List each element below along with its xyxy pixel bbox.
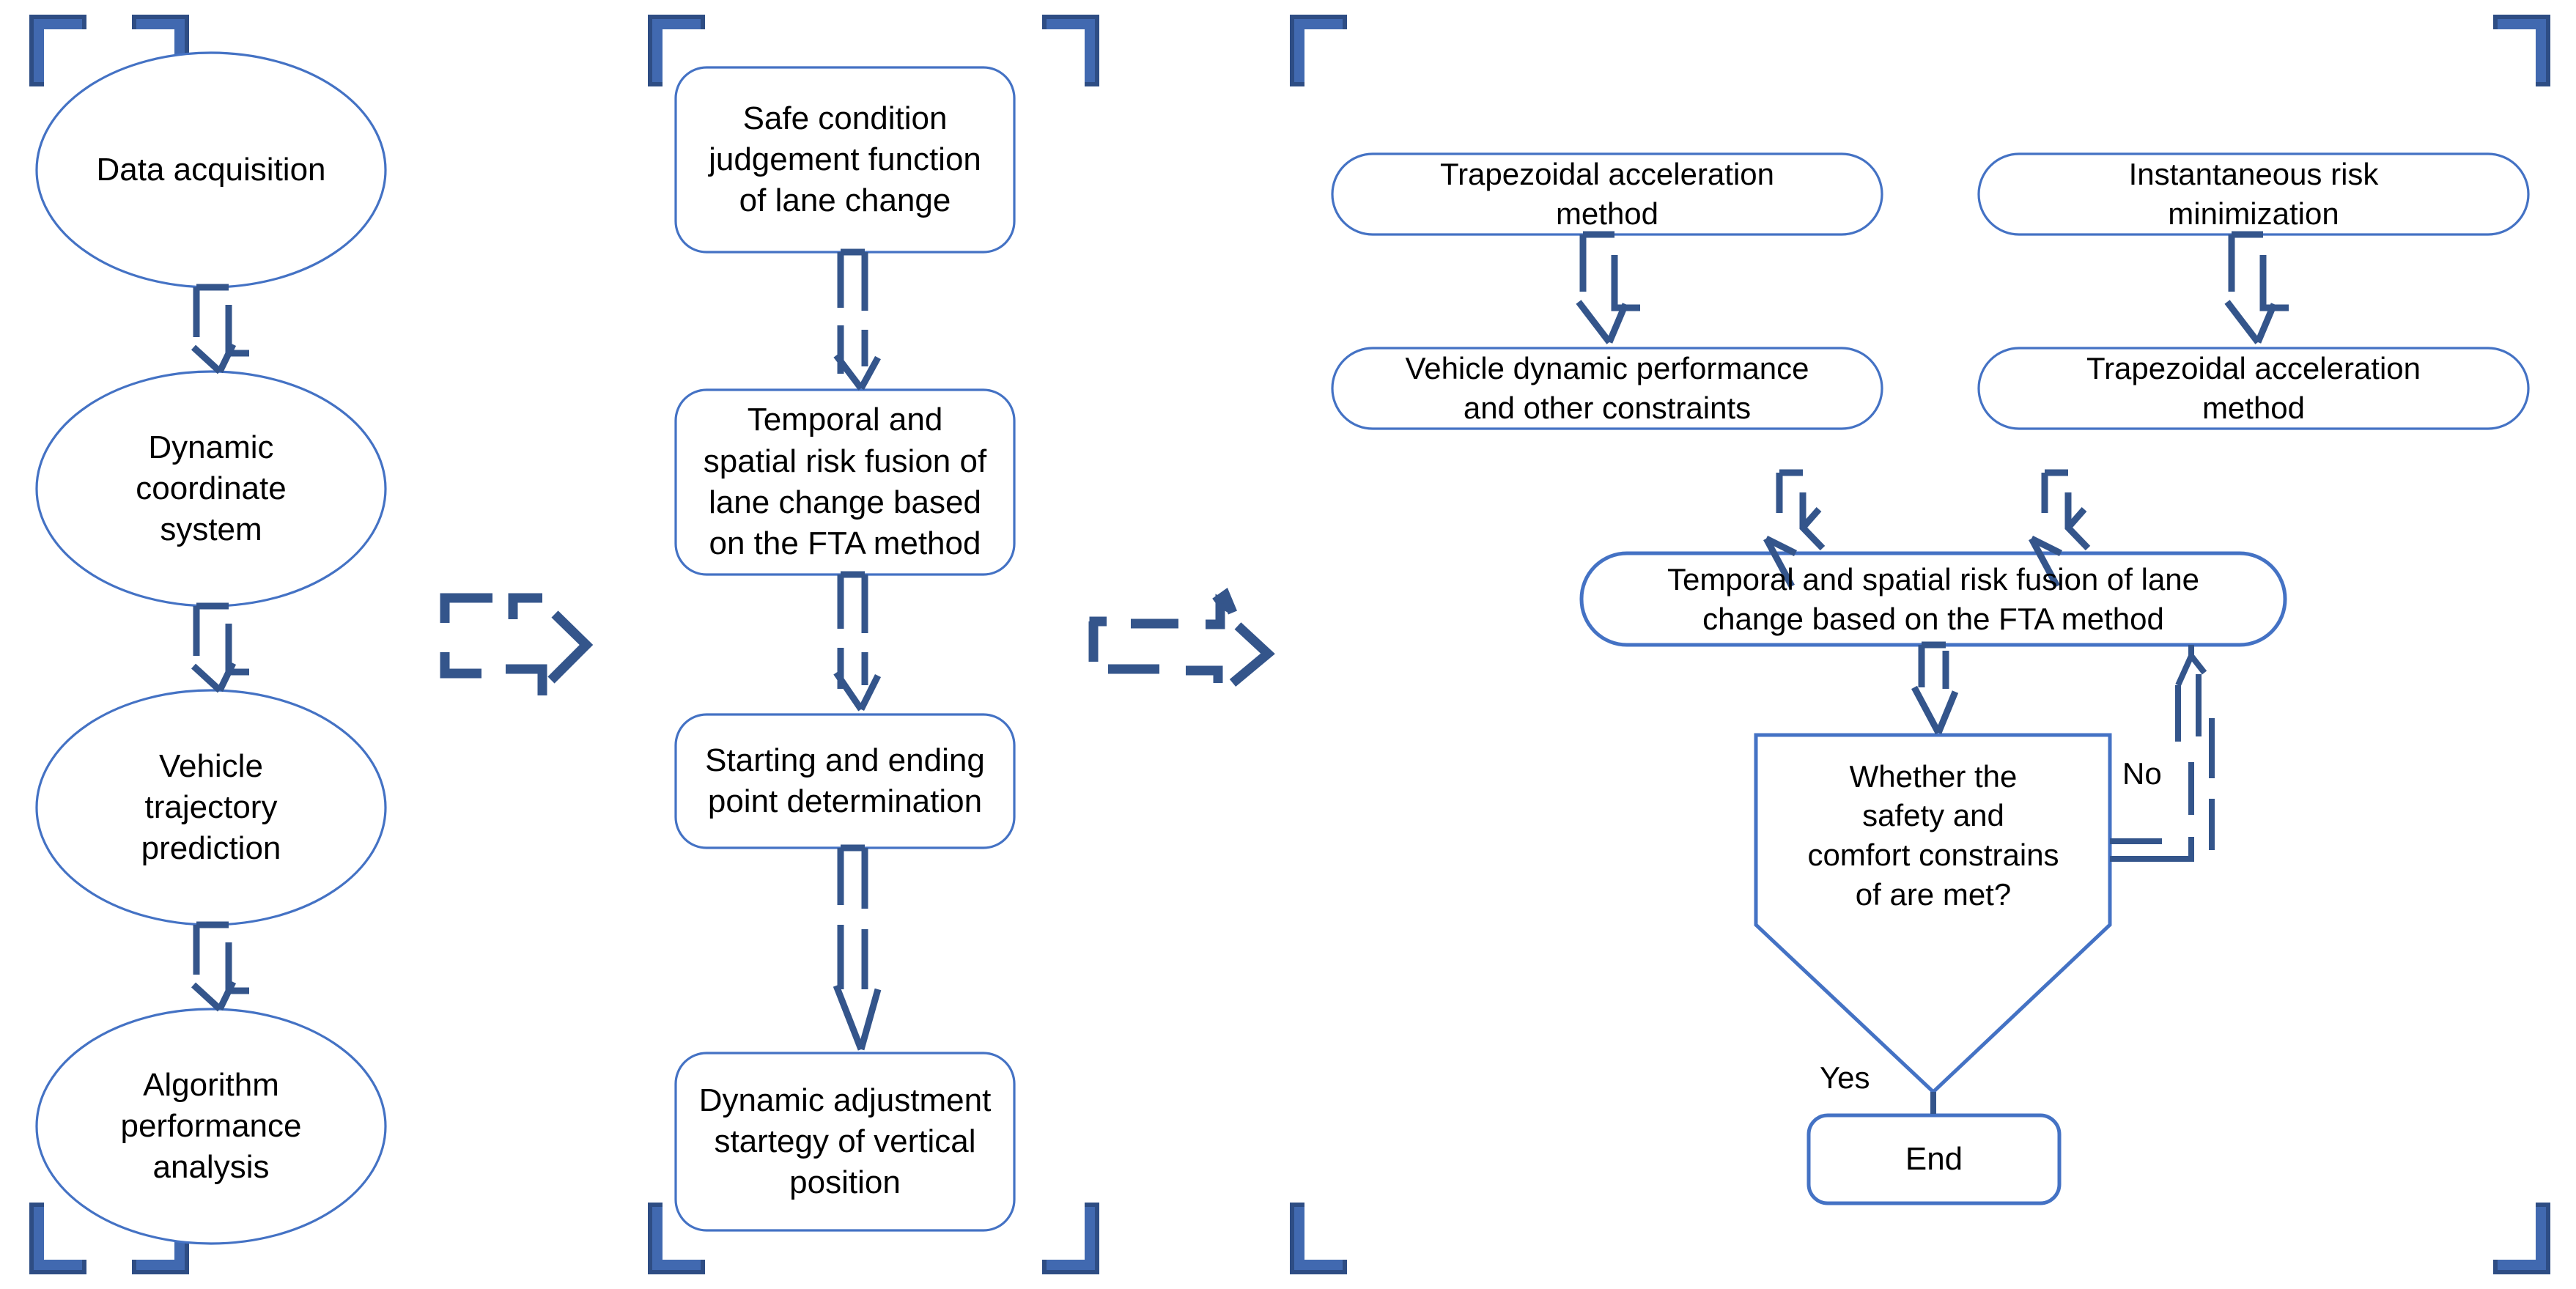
connector-1-dashed-block-arrow xyxy=(440,593,594,695)
arrow-decision-no-loop xyxy=(2110,645,2215,862)
node-safe-condition-shape[interactable] xyxy=(674,66,1016,254)
arrow-trapezoidal-left-to-vehicle-dynamic xyxy=(1576,231,1640,344)
arrow-trapezoidal-right-to-fta xyxy=(2029,469,2091,588)
panel-middle-brackets xyxy=(648,15,1099,1274)
node-end-shape[interactable] xyxy=(1806,1113,2062,1205)
node-algorithm-analysis-shape[interactable] xyxy=(35,1008,387,1245)
arrow-coordinate-to-trajectory xyxy=(191,602,249,693)
arrow-vehicle-dynamic-to-fta xyxy=(1763,469,1826,588)
node-dynamic-coordinate-shape[interactable] xyxy=(35,370,387,607)
node-trapezoidal-right-shape[interactable] xyxy=(1977,347,2530,430)
node-start-end-point-shape[interactable] xyxy=(674,713,1016,849)
node-vehicle-dynamic-shape[interactable] xyxy=(1331,347,1883,430)
connector-2-dashed-block-arrow xyxy=(1088,587,1275,687)
arrow-safe-to-fusion xyxy=(833,248,881,391)
node-decision-shape[interactable] xyxy=(1754,733,2112,1095)
arrow-data-to-coordinate xyxy=(191,284,249,374)
arrow-instantaneous-to-trapezoidal-right xyxy=(2224,231,2289,344)
node-data-acquisition-shape[interactable] xyxy=(35,51,387,289)
arrow-fta-to-decision xyxy=(1911,641,1959,735)
node-fta-fusion-right-shape[interactable] xyxy=(1579,551,2287,647)
panel-right-brackets xyxy=(1290,15,2550,1274)
node-dynamic-adjust-shape[interactable] xyxy=(674,1052,1016,1232)
node-instantaneous-risk-shape[interactable] xyxy=(1977,152,2530,236)
node-fta-fusion-mid-shape[interactable] xyxy=(674,388,1016,576)
arrow-trajectory-to-algorithm xyxy=(191,921,249,1012)
arrow-startend-to-adjust xyxy=(833,844,882,1051)
node-trajectory-prediction-shape[interactable] xyxy=(35,689,387,926)
edge-label-no: No xyxy=(2122,756,2162,791)
arrow-fusion-to-startend xyxy=(833,571,882,712)
edge-label-yes: Yes xyxy=(1820,1060,1870,1095)
node-trapezoidal-left-shape[interactable] xyxy=(1331,152,1883,236)
